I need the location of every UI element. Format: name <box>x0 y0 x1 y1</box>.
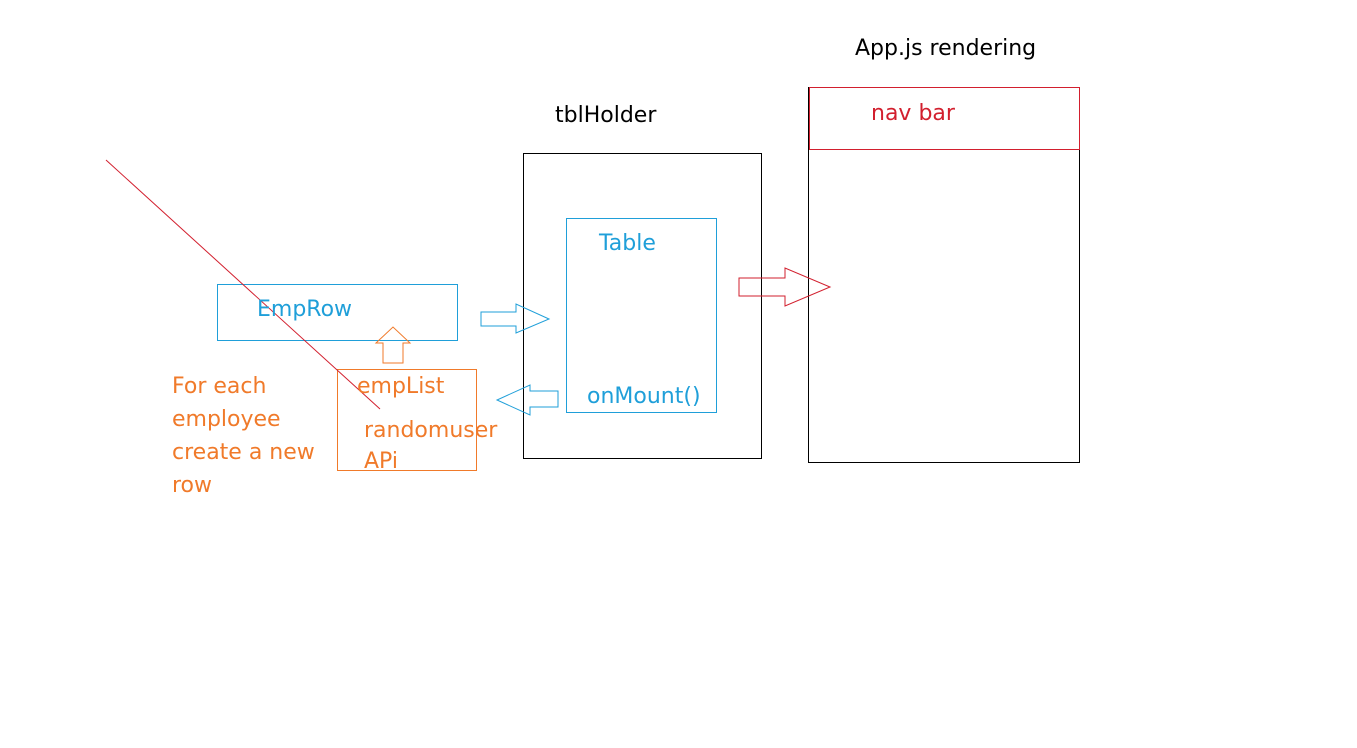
note-line: row <box>172 473 213 498</box>
emp-list-box <box>337 369 477 471</box>
strike-line <box>105 159 381 410</box>
table-box <box>566 218 717 413</box>
tbl-holder-label: tblHolder <box>555 103 657 128</box>
emp-list-label: empList <box>357 374 445 399</box>
emp-row-box <box>217 284 458 341</box>
randomuser-label: randomuser <box>364 418 498 443</box>
table-label: Table <box>599 231 656 256</box>
arrow-emprow-to-table <box>480 303 551 334</box>
app-title: App.js rendering <box>855 36 1037 61</box>
arrow-holder-to-app <box>738 267 832 307</box>
tbl-holder-box <box>523 153 762 459</box>
for-each-note: For each employee create a new row <box>172 370 315 502</box>
arrow-emplist-to-emprow <box>374 326 412 364</box>
app-container-box <box>808 87 1080 463</box>
nav-bar-label: nav bar <box>871 101 955 126</box>
note-line: employee <box>172 407 281 432</box>
api-label: APi <box>364 449 398 474</box>
nav-bar-box <box>809 87 1080 150</box>
note-line: For each <box>172 374 267 399</box>
note-line: create a new <box>172 440 315 465</box>
emp-row-label: EmpRow <box>257 297 353 322</box>
on-mount-label: onMount() <box>587 384 701 409</box>
arrow-onmount-to-emplist <box>495 384 559 416</box>
